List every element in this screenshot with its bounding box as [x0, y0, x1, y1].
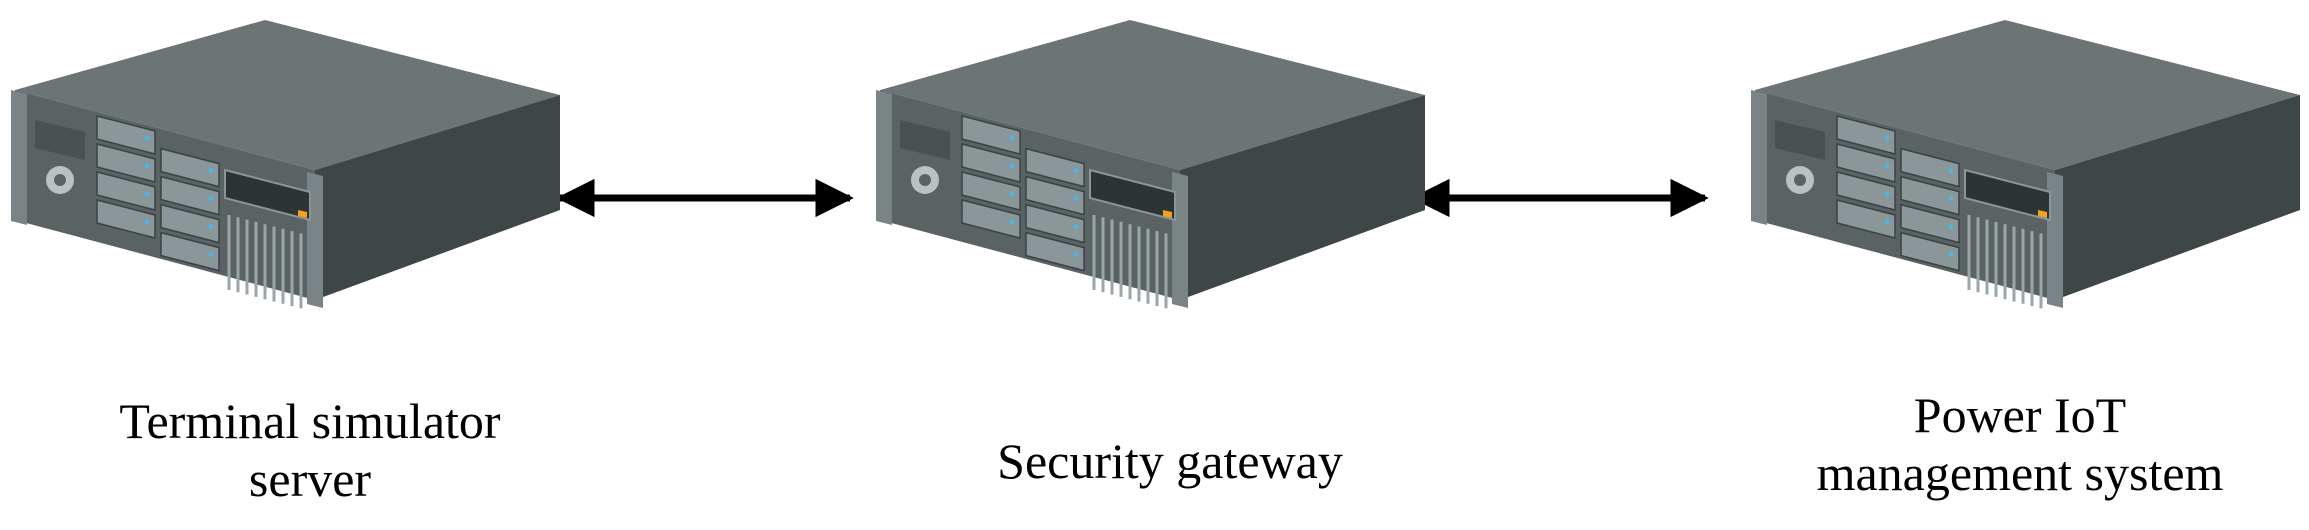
drive-led: [1884, 191, 1890, 197]
server-top: [15, 20, 560, 170]
rack-ear-left: [11, 90, 27, 225]
drive-led: [1009, 191, 1015, 197]
drive-bay: [160, 231, 220, 272]
drive-bay: [961, 115, 1021, 155]
server-rack-icon: [876, 20, 1425, 309]
drive-bay: [961, 143, 1021, 183]
label-line: Security gateway: [997, 433, 1343, 489]
label-power-iot-management-system: Power IoT management system: [1740, 386, 2300, 502]
drive-bay: [1025, 203, 1085, 244]
server-rack-icon: [11, 20, 560, 309]
drive-led: [1073, 252, 1079, 258]
status-led: [2038, 210, 2047, 218]
drive-led: [1948, 196, 1954, 202]
drive-bay: [1900, 147, 1960, 188]
drive-led: [208, 168, 214, 174]
drive-led: [208, 224, 214, 230]
drive-bay: [96, 115, 156, 155]
control-dial-center: [919, 174, 931, 186]
label-line: Terminal simulator: [119, 393, 501, 449]
drive-bay: [1836, 143, 1896, 183]
drive-bay: [961, 171, 1021, 211]
drive-led: [1073, 224, 1079, 230]
drive-bay: [160, 175, 220, 216]
drive-led: [1884, 163, 1890, 169]
drive-led: [1948, 252, 1954, 258]
drive-led: [144, 191, 150, 197]
drive-bay: [1025, 175, 1085, 216]
drive-led: [1948, 224, 1954, 230]
status-led: [298, 210, 307, 218]
drive-bay: [160, 203, 220, 244]
drive-bay: [1900, 203, 1960, 244]
control-panel: [900, 120, 950, 160]
drive-bay: [1836, 199, 1896, 239]
drive-led: [1884, 135, 1890, 141]
label-line: server: [248, 451, 372, 507]
drive-bay: [1025, 147, 1085, 188]
display-panel: [1964, 168, 2051, 222]
drive-led: [144, 219, 150, 225]
drive-bay: [1836, 171, 1896, 211]
drive-bay: [160, 147, 220, 188]
server-side: [315, 95, 560, 300]
drive-led: [144, 135, 150, 141]
label-line: Power IoT: [1913, 387, 2127, 443]
server-side: [2055, 95, 2300, 300]
drive-bay: [96, 171, 156, 211]
label-line: management system: [1816, 445, 2224, 501]
drive-led: [208, 252, 214, 258]
drive-bay: [96, 143, 156, 183]
drive-led: [1884, 219, 1890, 225]
control-dial-center: [1794, 174, 1806, 186]
drive-led: [1073, 196, 1079, 202]
server-top: [1755, 20, 2300, 170]
label-security-gateway: Security gateway: [900, 432, 1440, 490]
rack-ear-left: [876, 90, 892, 225]
server-rack-icon: [1751, 20, 2300, 309]
status-led: [1163, 210, 1172, 218]
display-panel: [224, 168, 311, 222]
drive-bay: [1836, 115, 1896, 155]
display-panel: [1089, 168, 1176, 222]
server-side: [1180, 95, 1425, 300]
control-panel: [1775, 120, 1825, 160]
drive-bay: [1025, 231, 1085, 272]
drive-bay: [1900, 231, 1960, 272]
control-dial-center: [54, 174, 66, 186]
drive-led: [1073, 168, 1079, 174]
drive-led: [144, 163, 150, 169]
drive-led: [208, 196, 214, 202]
drive-led: [1009, 163, 1015, 169]
label-terminal-simulator-server: Terminal simulator server: [40, 392, 580, 508]
drive-led: [1009, 219, 1015, 225]
drive-led: [1009, 135, 1015, 141]
drive-bay: [961, 199, 1021, 239]
server-top: [880, 20, 1425, 170]
control-panel: [35, 120, 85, 160]
rack-ear-left: [1751, 90, 1767, 225]
drive-led: [1948, 168, 1954, 174]
drive-bay: [96, 199, 156, 239]
drive-bay: [1900, 175, 1960, 216]
